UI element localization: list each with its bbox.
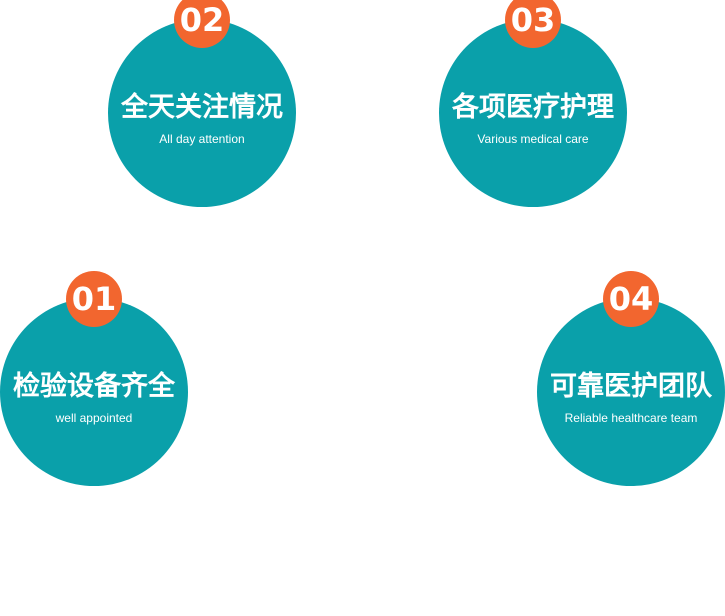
feature-title: 可靠医护团队 bbox=[550, 371, 712, 402]
feature-circle bbox=[537, 298, 725, 486]
feature-all-day-attention: 02 全天关注情况 All day attention bbox=[108, 0, 296, 207]
feature-circle bbox=[108, 19, 296, 207]
feature-number-badge: 02 bbox=[174, 0, 230, 48]
feature-circle bbox=[0, 298, 188, 486]
feature-number-badge: 04 bbox=[603, 271, 659, 327]
feature-subtitle: Reliable healthcare team bbox=[564, 411, 698, 425]
feature-well-appointed: 01 检验设备齐全 well appointed bbox=[0, 271, 188, 486]
feature-number-badge: 01 bbox=[66, 271, 122, 327]
feature-circle bbox=[439, 19, 627, 207]
feature-title: 全天关注情况 bbox=[121, 92, 283, 123]
feature-healthcare-team: 04 可靠医护团队 Reliable healthcare team bbox=[537, 271, 725, 486]
feature-title: 检验设备齐全 bbox=[13, 371, 175, 402]
feature-subtitle: All day attention bbox=[159, 132, 245, 146]
feature-subtitle: well appointed bbox=[55, 411, 133, 425]
feature-title: 各项医疗护理 bbox=[452, 92, 614, 123]
feature-subtitle: Various medical care bbox=[477, 132, 589, 146]
feature-medical-care: 03 各项医疗护理 Various medical care bbox=[439, 0, 627, 207]
feature-number-badge: 03 bbox=[505, 0, 561, 48]
